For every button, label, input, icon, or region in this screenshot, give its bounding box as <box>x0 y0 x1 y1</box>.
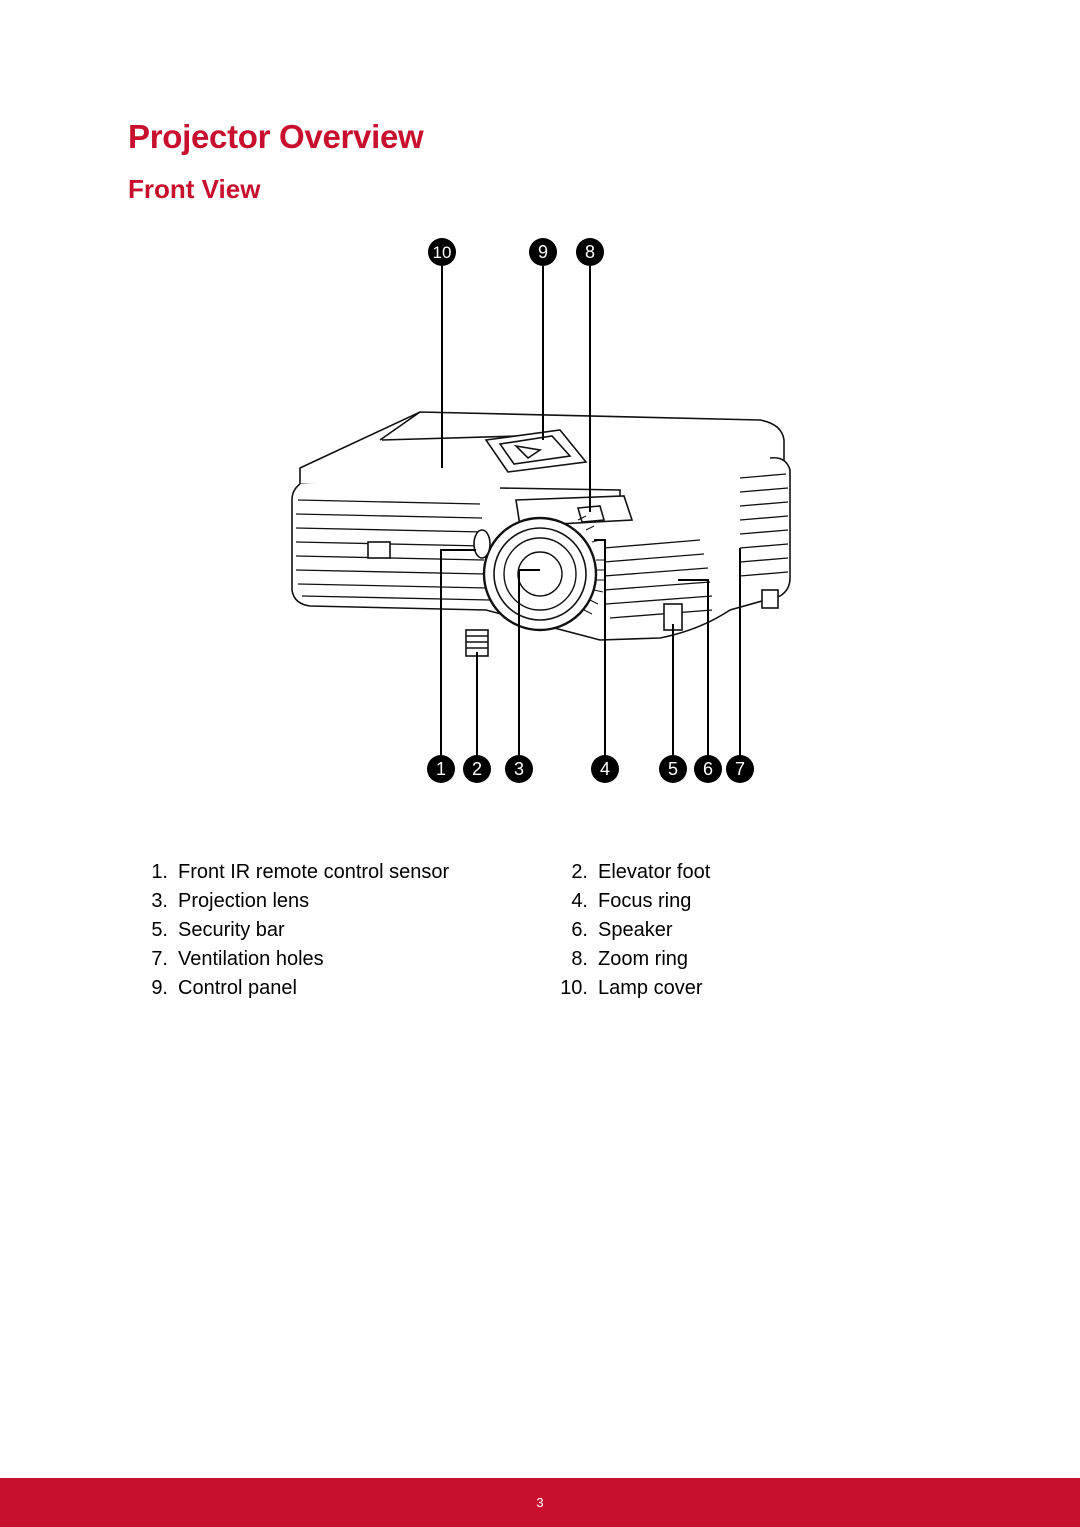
callout-10-label: 10 <box>433 243 452 262</box>
callout-6-label: 6 <box>703 759 713 779</box>
callout-7-label: 7 <box>735 759 745 779</box>
legend-number: 3. <box>151 890 168 912</box>
page-title: Projector Overview <box>128 118 424 155</box>
callout-1: 1 <box>427 755 455 783</box>
callout-4: 4 <box>591 755 619 783</box>
callout-3-badge <box>505 755 533 783</box>
callout-3-label: 3 <box>514 759 524 779</box>
legend-item-7: 7. Ventilation holes <box>130 945 550 974</box>
callout-9: 9 <box>529 238 557 266</box>
legend-item-1: 1. Front IR remote control sensor <box>130 858 550 887</box>
section-title: Front View <box>128 174 261 204</box>
callout-9-label: 9 <box>538 242 548 262</box>
callout-1-label: 1 <box>436 759 446 779</box>
legend-number: 8. <box>571 948 588 970</box>
callout-8-badge <box>576 238 604 266</box>
legend-item-4: 4. Focus ring <box>550 887 770 916</box>
callout-5-label: 5 <box>668 759 678 779</box>
page-footer: 3 <box>0 1478 1080 1527</box>
legend-label: Lamp cover <box>598 977 703 999</box>
legend-number: 6. <box>571 919 588 941</box>
legend-item-3: 3. Projection lens <box>130 887 550 916</box>
legend-item-5: 5. Security bar <box>130 916 550 945</box>
legend-label: Security bar <box>178 919 285 941</box>
legend-number: 9. <box>151 977 168 999</box>
callout-4-label: 4 <box>600 759 610 779</box>
legend-label: Elevator foot <box>598 861 711 883</box>
callout-2: 2 <box>463 755 491 783</box>
parts-legend: 1. Front IR remote control sensor 2. Eleva… <box>130 858 770 1003</box>
legend-item-9: 9. Control panel <box>130 974 550 1003</box>
projector-illustration <box>291 411 791 657</box>
callout-3: 3 <box>505 755 533 783</box>
callout-7: 7 <box>726 755 754 783</box>
callout-9-badge <box>529 238 557 266</box>
legend-label: Projection lens <box>178 890 310 912</box>
legend-number: 4. <box>571 890 588 912</box>
legend-number: 2. <box>571 861 588 883</box>
callout-6-badge <box>694 755 722 783</box>
callout-7-badge <box>726 755 754 783</box>
legend-label: Speaker <box>598 919 673 941</box>
legend-item-8: 8. Zoom ring <box>550 945 770 974</box>
projector-front-view-diagram: 10 9 8 1 2 3 4 5 6 7 <box>291 238 791 783</box>
legend-label: Front IR remote control sensor <box>178 861 450 883</box>
legend-label: Ventilation holes <box>178 948 324 970</box>
legend-number: 7. <box>151 948 168 970</box>
leader-lines <box>440 266 741 760</box>
legend-item-6: 6. Speaker <box>550 916 770 945</box>
callout-2-badge <box>463 755 491 783</box>
callout-5: 5 <box>659 755 687 783</box>
legend-label: Control panel <box>178 977 297 999</box>
legend-number: 5. <box>151 919 168 941</box>
legend-number: 1. <box>151 861 168 883</box>
legend-item-10: 10. Lamp cover <box>550 974 770 1003</box>
legend-label: Zoom ring <box>598 948 689 970</box>
callout-10: 10 <box>428 238 456 266</box>
callout-6: 6 <box>694 755 722 783</box>
callout-8-label: 8 <box>585 242 595 262</box>
callout-8: 8 <box>576 238 604 266</box>
callout-4-badge <box>591 755 619 783</box>
callout-10-badge <box>428 238 456 266</box>
legend-item-2: 2. Elevator foot <box>550 858 770 887</box>
legend-label: Focus ring <box>598 890 692 912</box>
page-number: 3 <box>536 1495 544 1510</box>
callout-5-badge <box>659 755 687 783</box>
legend-number: 10. <box>560 977 588 999</box>
callout-1-badge <box>427 755 455 783</box>
callout-2-label: 2 <box>472 759 482 779</box>
